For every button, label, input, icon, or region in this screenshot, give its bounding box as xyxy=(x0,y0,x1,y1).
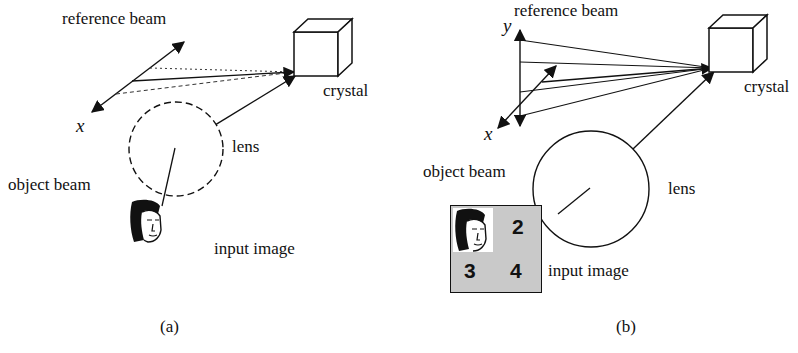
panel-label: (a) xyxy=(160,318,179,337)
component-label: lens xyxy=(668,180,695,199)
lens-circle xyxy=(128,101,224,197)
object-beam-arrow xyxy=(216,76,295,124)
crystal-cube xyxy=(708,14,770,76)
quadrant-number: 2 xyxy=(512,215,524,238)
input-image-panel xyxy=(450,205,542,293)
quadrant-number: 3 xyxy=(464,259,476,282)
crystal-cube xyxy=(293,18,355,80)
component-label: crystal xyxy=(323,82,368,101)
panel-label: (b) xyxy=(616,318,636,337)
crystal-node: crystal xyxy=(708,14,796,104)
axis-label: x xyxy=(484,124,492,145)
beam-label: object beam xyxy=(8,176,91,195)
component-label: crystal xyxy=(744,78,789,97)
axis-label: x xyxy=(76,116,84,137)
beam-label: reference beam xyxy=(514,2,618,21)
lens-node: lens xyxy=(128,101,278,197)
image-label: input image xyxy=(548,262,629,281)
axis-label: y xyxy=(503,16,511,37)
lens-circle xyxy=(532,130,650,248)
beam-label: reference beam xyxy=(62,10,166,29)
component-label: lens xyxy=(232,138,259,157)
input-image-grid: 2 3 4 xyxy=(450,205,542,293)
image-label: input image xyxy=(214,240,295,259)
lens-node: lens xyxy=(532,130,712,248)
quadrant-number: 4 xyxy=(510,259,522,282)
beam-label: object beam xyxy=(423,163,506,182)
object-beam-arrow xyxy=(633,72,714,149)
crystal-node: crystal xyxy=(293,18,393,108)
